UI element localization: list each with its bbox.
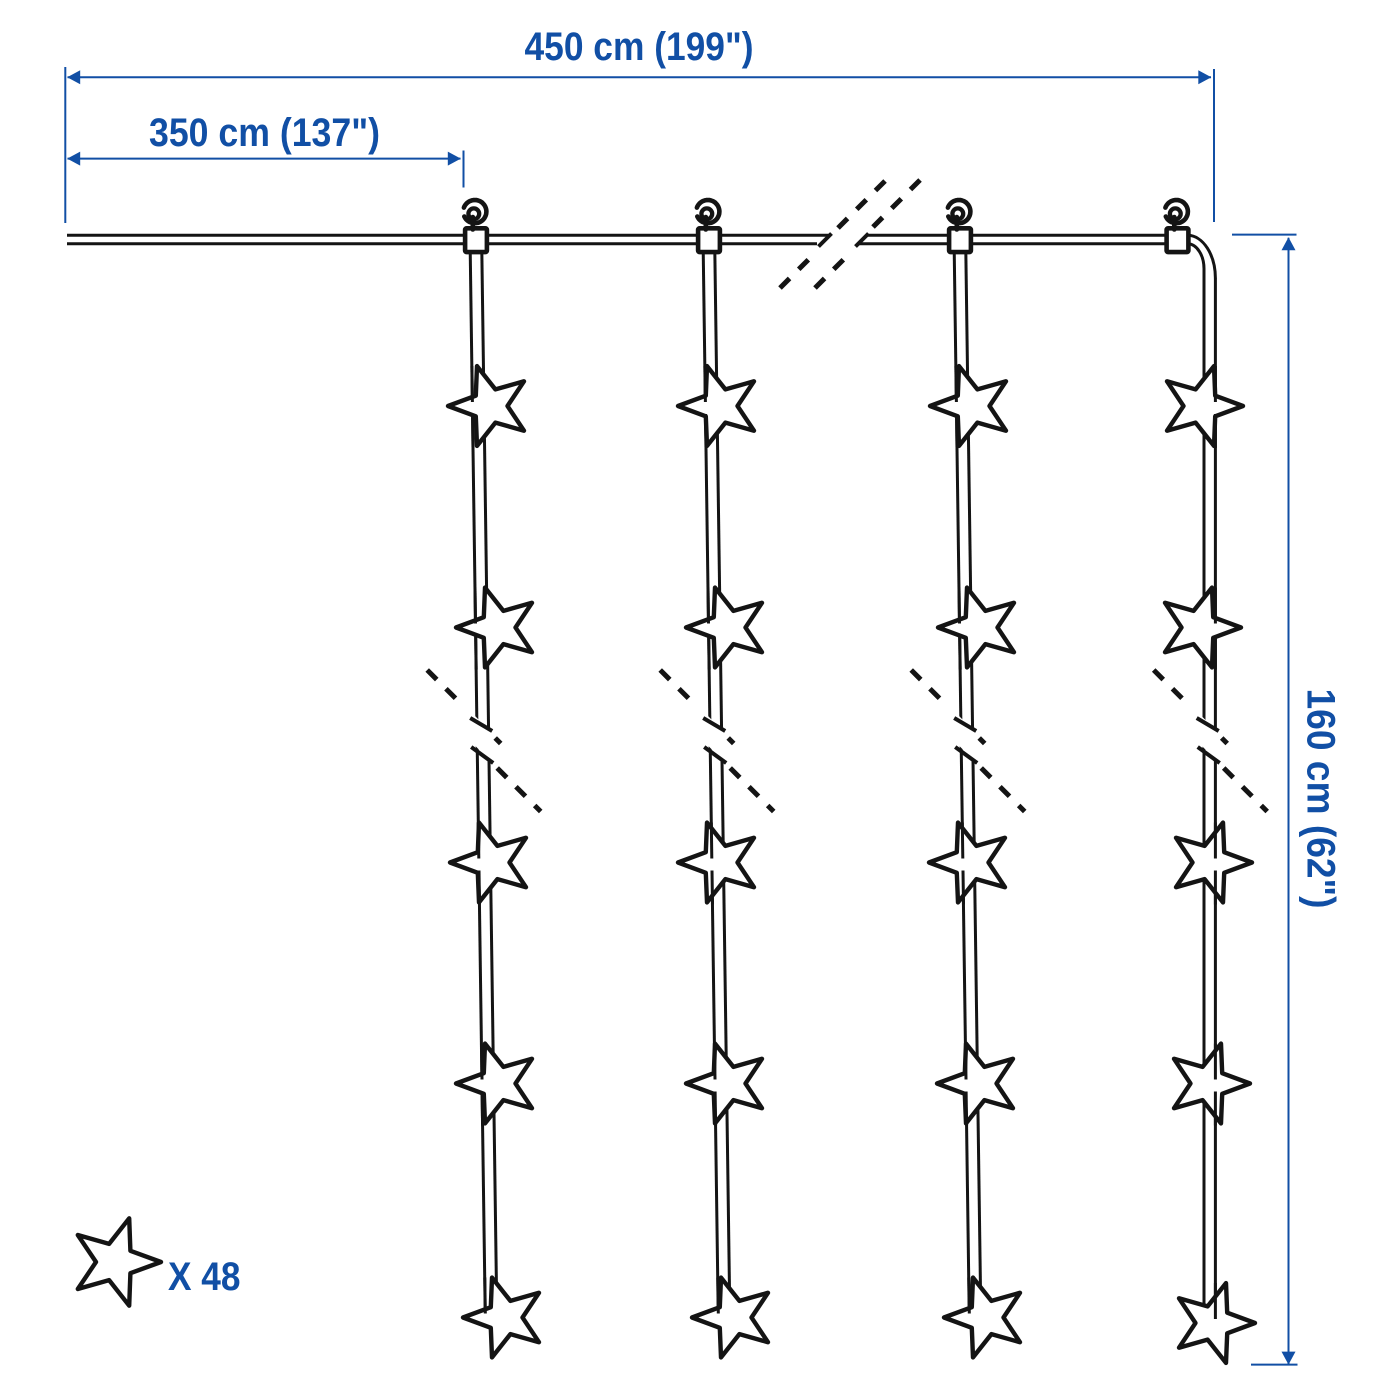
svg-text:450 cm (199"): 450 cm (199") [525, 25, 754, 69]
svg-text:X 48: X 48 [168, 1255, 241, 1299]
svg-text:350 cm (137"): 350 cm (137") [149, 111, 380, 155]
svg-text:160 cm (62"): 160 cm (62") [1299, 689, 1343, 909]
